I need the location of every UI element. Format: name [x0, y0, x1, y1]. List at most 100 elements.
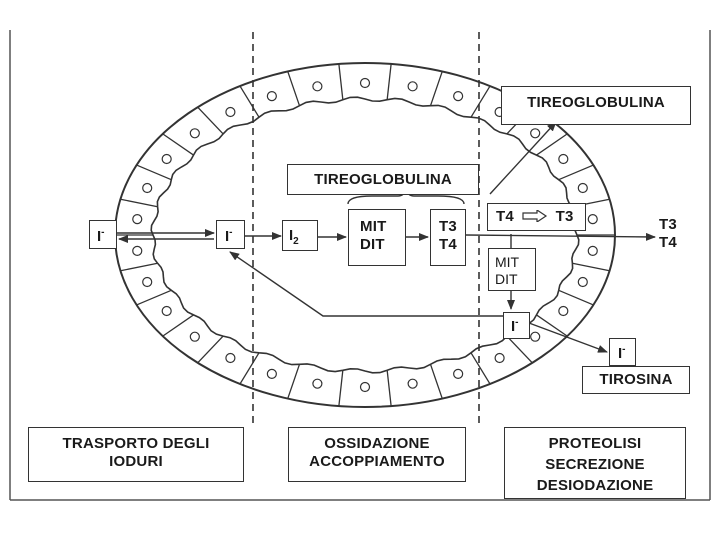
iodide-extracellular-box: I- — [89, 220, 117, 249]
cell-nucleus — [407, 378, 418, 389]
cell-wall — [338, 63, 344, 100]
t3-t4-box: T3 T4 — [430, 209, 466, 266]
iodide-cell-charge: - — [229, 227, 233, 238]
cell-nucleus — [453, 91, 464, 102]
cell-nucleus — [161, 153, 172, 165]
t3-label: T3 — [439, 218, 457, 235]
cell-nucleus — [407, 81, 418, 92]
cell-nucleus — [266, 91, 277, 102]
cell-wall — [162, 314, 194, 337]
cell-wall — [558, 164, 594, 181]
iodide-cell-label: I — [225, 228, 230, 245]
iodide-extracellular-label: I — [97, 228, 102, 245]
phase-proteolysis-line-2: SECREZIONE — [545, 456, 645, 473]
cell-nucleus — [558, 305, 569, 317]
t3-conversion-label: T3 — [555, 208, 574, 225]
cell-nucleus — [225, 106, 236, 118]
iodine-i2-label: I — [289, 227, 294, 244]
phase-transport-line-2: IODURI — [109, 453, 163, 470]
t4-to-t3-box: T4 T3 — [487, 203, 586, 231]
dit-label: DIT — [360, 236, 385, 253]
cell-wall — [558, 289, 594, 306]
iodide-recycled-charge: - — [515, 317, 519, 328]
cell-wall — [536, 133, 568, 156]
cell-nucleus — [453, 368, 464, 379]
phase-transport-box: TRASPORTO DEGLI IODURI — [28, 427, 244, 482]
cell-nucleus — [312, 81, 323, 92]
cell-nucleus — [558, 153, 569, 165]
mit-dit-released-box: MIT DIT — [488, 248, 536, 291]
cell-nucleus — [359, 77, 371, 89]
iodide-tirosina-label: I — [618, 345, 623, 362]
mit-released-label: MIT — [495, 254, 520, 270]
phase-transport-line-1: TRASPORTO DEGLI — [62, 435, 210, 452]
cell-wall — [429, 71, 443, 106]
cell-nucleus — [312, 378, 323, 389]
cell-wall — [338, 370, 344, 407]
follicle-cell-layer — [115, 63, 615, 407]
arrow-tireoglobulina-out — [489, 121, 557, 195]
secreted-hormones: T3 T4 — [659, 216, 699, 252]
cell-wall — [239, 352, 260, 385]
cell-nucleus — [132, 214, 143, 225]
tireoglobulina-top-box: TIREOGLOBULINA — [501, 86, 691, 125]
phase-proteolysis-line-1: PROTEOLISI — [548, 435, 642, 452]
cell-nucleus — [266, 368, 277, 379]
phase-proteolysis-box: PROTEOLISI SECREZIONE DESIODAZIONE — [504, 427, 686, 499]
t4-label: T4 — [439, 236, 457, 253]
arrow-iodide-recycle — [229, 251, 503, 317]
t4-secreted-label: T4 — [659, 234, 677, 251]
phase-oxidation-line-1: OSSIDAZIONE — [324, 435, 430, 452]
tireoglobulina-top-label: TIREOGLOBULINA — [527, 94, 665, 111]
cell-nucleus — [225, 352, 236, 364]
cell-wall — [429, 364, 443, 399]
cell-nucleus — [142, 276, 153, 288]
cell-wall — [470, 352, 491, 385]
cell-nucleus — [577, 182, 588, 194]
arrow-secretion — [465, 232, 656, 241]
tirosina-box: TIROSINA — [582, 366, 690, 394]
iodide-extracellular-charge: - — [101, 227, 105, 238]
cell-nucleus — [587, 245, 598, 256]
cell-wall — [120, 198, 158, 208]
cell-nucleus — [530, 331, 541, 342]
tireoglobulina-mid-box: TIREOGLOBULINA — [287, 164, 479, 195]
cell-wall — [136, 164, 172, 181]
cell-nucleus — [132, 245, 143, 256]
cell-nucleus — [142, 182, 153, 194]
cell-wall — [536, 314, 568, 337]
cell-wall — [136, 289, 172, 306]
phase-oxidation-box: OSSIDAZIONE ACCOPPIAMENTO — [288, 427, 466, 482]
cell-wall — [287, 71, 301, 106]
cell-wall — [120, 262, 158, 272]
cell-wall — [197, 106, 224, 135]
t3-secreted-label: T3 — [659, 216, 677, 233]
phase-oxidation-line-2: ACCOPPIAMENTO — [309, 453, 445, 470]
cell-nucleus — [494, 352, 505, 364]
follicle-lumen-membrane — [150, 96, 580, 374]
dit-released-label: DIT — [495, 271, 518, 287]
phase-proteolysis-line-3: DESIODAZIONE — [536, 477, 654, 494]
iodide-tirosina-charge: - — [622, 344, 626, 355]
cell-nucleus — [189, 331, 200, 342]
mit-label: MIT — [360, 218, 387, 235]
cell-nucleus — [587, 214, 598, 225]
cell-wall — [386, 370, 392, 407]
iodine-i2-subscript: 2 — [293, 236, 299, 247]
cell-wall — [239, 85, 260, 118]
conversion-arrow-icon — [522, 208, 548, 224]
cell-wall — [572, 262, 610, 272]
iodide-recycled-label: I — [511, 318, 516, 335]
iodine-i2-box: I2 — [282, 220, 318, 251]
cell-wall — [386, 63, 392, 100]
cell-wall — [162, 133, 194, 156]
cell-nucleus — [577, 276, 588, 288]
iodide-tirosina-box: I- — [609, 338, 636, 366]
iodide-cell-box: I- — [216, 220, 245, 249]
arrow-to-tirosina-iodide — [528, 322, 608, 353]
cell-nucleus — [359, 381, 371, 393]
cell-wall — [197, 335, 224, 364]
t4-conversion-label: T4 — [496, 208, 514, 225]
cell-nucleus — [161, 305, 172, 317]
